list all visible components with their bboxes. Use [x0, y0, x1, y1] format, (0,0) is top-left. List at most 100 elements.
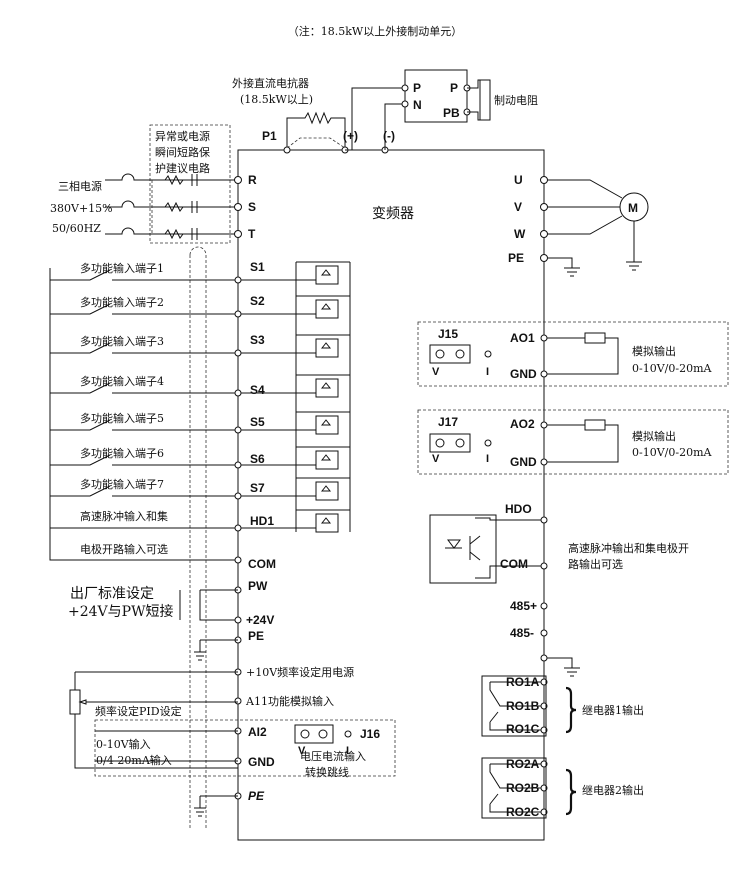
analog-wiring	[69, 671, 396, 817]
protection-box	[149, 124, 231, 244]
opto-couplers	[241, 261, 351, 533]
terminal-ai2: AI2	[248, 725, 267, 739]
input-wiring	[105, 173, 238, 240]
bus-p1-label: P1	[262, 129, 277, 143]
terminal-s1: S1	[250, 260, 265, 274]
di-terminals	[234, 276, 242, 594]
power-source-line-2: 380V+15%	[50, 202, 113, 215]
hdo-optocoupler	[429, 514, 497, 584]
power-source-line-3: 50/60HZ	[52, 222, 101, 235]
j17-name: J17	[438, 415, 458, 429]
di-label-2: 多功能输入端子2	[80, 295, 164, 309]
range-label-2: 0/4-20mA输入	[96, 753, 172, 767]
brake-p-right: P	[450, 81, 458, 95]
j17-v: V	[432, 453, 440, 465]
terminal-gnd: GND	[248, 755, 275, 769]
j17-desc-1: 模拟输出	[632, 429, 676, 443]
j15-box	[417, 321, 729, 387]
j15-desc-1: 模拟输出	[632, 344, 676, 358]
ai1-label: A11功能模拟输入	[245, 694, 334, 708]
j15-i: I	[486, 366, 489, 378]
terminal-com: COM	[248, 557, 276, 571]
j16-desc-2: 转换跳线	[305, 765, 349, 779]
brake-n: N	[413, 98, 422, 112]
relay2-box	[481, 757, 547, 819]
terminal-s: S	[248, 200, 256, 214]
terminal-ao2: AO2	[510, 417, 535, 431]
terminal-p1	[283, 146, 291, 154]
terminal-ao1: AO1	[510, 331, 535, 345]
note-text: （注：18.5kW以上外接制动单元）	[288, 24, 462, 38]
terminal-485-plus: 485+	[510, 599, 537, 613]
terminal-com-hdo: COM	[500, 557, 528, 571]
terminal-s5: S5	[250, 415, 265, 429]
j15-v: V	[432, 366, 440, 378]
relay1-label: 继电器1输出	[582, 703, 644, 717]
di-switches	[50, 269, 238, 529]
di-label-6: 多功能输入端子6	[80, 446, 164, 460]
range-label-1: 0-10V输入	[96, 737, 151, 751]
terminal-pw: PW	[248, 579, 268, 593]
terminal-s2: S2	[250, 294, 265, 308]
j16-i: I	[346, 745, 349, 757]
j16-desc-1: 电压电流输入	[300, 749, 366, 763]
relay2-label: 继电器2输出	[582, 783, 644, 797]
terminal-pe-ai: PE	[248, 789, 265, 803]
brake-p-left: P	[413, 81, 421, 95]
di-label-9: 电极开路输入可选	[80, 542, 168, 556]
terminal-gnd-ao1: GND	[510, 367, 537, 381]
j17-i: I	[486, 453, 489, 465]
terminal-485-minus: 485-	[510, 626, 534, 640]
di-label-1: 多功能输入端子1	[80, 261, 164, 275]
j16-name: J16	[360, 727, 380, 741]
protection-line-1: 异常或电源	[155, 129, 210, 143]
digital-input-wiring	[49, 246, 238, 830]
factory-setting-line-1: 出厂标准设定	[70, 586, 154, 602]
di-label-4: 多功能输入端子4	[80, 374, 164, 388]
motor-label: M	[628, 201, 638, 215]
terminal-s3: S3	[250, 333, 265, 347]
protection-line-3: 护建议电路	[155, 161, 210, 175]
terminal-pe-out: PE	[508, 251, 524, 265]
factory-setting-line-2: +24V与PW短接	[68, 603, 173, 620]
inverter-label: 变频器	[372, 206, 414, 222]
bus-minus-label: (-)	[383, 129, 395, 143]
brake-resistor-label: 制动电阻	[494, 94, 538, 107]
relay1-box	[481, 675, 547, 737]
j17-box	[417, 409, 729, 475]
terminal-ro1c: RO1C	[506, 722, 540, 736]
terminal-s4: S4	[250, 383, 265, 397]
terminal-r: R	[248, 173, 257, 187]
brake-resistor	[479, 79, 491, 121]
dc-reactor	[286, 111, 346, 149]
j17-desc-2: 0-10V/0-20mA	[632, 446, 713, 459]
di-label-3: 多功能输入端子3	[80, 334, 164, 348]
terminal-gnd-ao2: GND	[510, 455, 537, 469]
terminal-s7: S7	[250, 481, 265, 495]
terminal-pe-24: PE	[248, 629, 264, 643]
brake-unit	[404, 69, 468, 123]
j16-v: V	[298, 745, 306, 757]
terminal-v: V	[514, 200, 522, 214]
terminal-t: T	[248, 227, 256, 241]
terminal-u: U	[514, 173, 523, 187]
hdo-desc-1: 高速脉冲输出和集电极开	[568, 541, 689, 555]
j16-jumper	[294, 724, 352, 744]
protection-line-2: 瞬间短路保	[155, 145, 210, 159]
terminal-s6: S6	[250, 452, 265, 466]
reactor-label-2: (18.5kW以上)	[240, 93, 313, 106]
brake-pb: PB	[443, 106, 460, 120]
terminal-hdo: HDO	[505, 502, 532, 516]
terminal-w: W	[514, 227, 526, 241]
bus-plus-label: (+)	[343, 129, 358, 143]
v10-label: +10V频率设定用电源	[246, 665, 354, 679]
di-label-7: 多功能输入端子7	[80, 477, 164, 491]
j15-name: J15	[438, 327, 458, 341]
hdo-desc-2: 路输出可选	[568, 557, 623, 571]
terminal-24v: +24V	[246, 613, 274, 627]
terminal-hd1: HD1	[250, 514, 274, 528]
di-label-5: 多功能输入端子5	[80, 411, 164, 425]
reactor-label-1: 外接直流电抗器	[232, 76, 309, 90]
di-label-8: 高速脉冲输入和集	[80, 509, 168, 523]
